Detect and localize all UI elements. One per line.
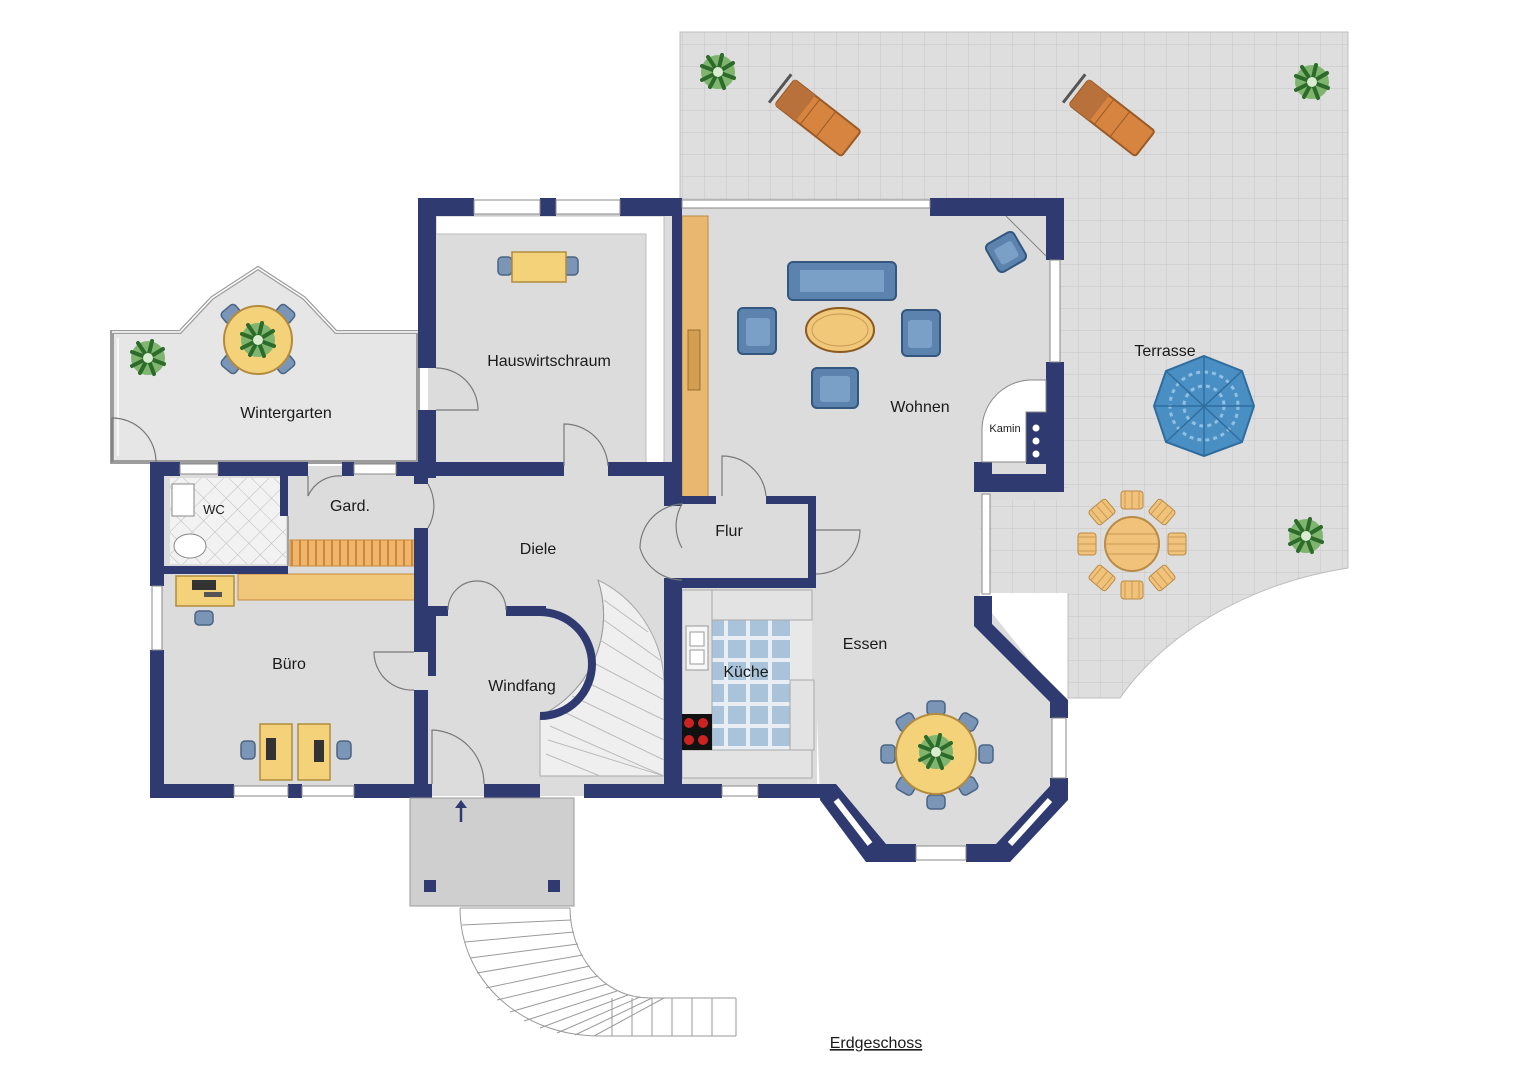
plant-icon	[1293, 63, 1331, 101]
room-label-wintergarten: Wintergarten	[240, 405, 332, 422]
room-label-kueche: Küche	[723, 664, 768, 681]
plant-icon	[239, 321, 277, 359]
coffee-table	[805, 307, 875, 353]
room-label-wohnen: Wohnen	[890, 399, 949, 416]
room-label-flur: Flur	[715, 523, 743, 540]
sun-lounger	[1061, 73, 1155, 157]
room-label-diele: Diele	[520, 541, 557, 558]
room-label-wc: WC	[203, 502, 225, 517]
plant-icon	[699, 53, 737, 91]
plant-icon	[129, 339, 167, 377]
entrance-porch	[409, 797, 575, 907]
office-double-desk	[240, 723, 352, 781]
stove-icon	[680, 714, 712, 750]
room-label-garderobe: Gard.	[330, 498, 370, 515]
room-label-terrasse: Terrasse	[1134, 343, 1195, 360]
room-label-essen: Essen	[843, 636, 887, 653]
arrow-up-icon	[455, 800, 467, 822]
umbrella-icon	[1152, 354, 1256, 458]
sofa	[787, 261, 897, 301]
room-label-windfang: Windfang	[488, 678, 556, 695]
wardrobe-shelf	[289, 539, 419, 567]
interior-floor	[160, 206, 1060, 860]
utility-table	[497, 251, 579, 283]
wc-sink	[171, 483, 195, 517]
floor-title: Erdgeschoss	[830, 1035, 923, 1052]
armchair	[811, 367, 859, 409]
armchair	[737, 307, 777, 355]
office-desk	[175, 575, 235, 626]
exterior-staircase	[459, 907, 737, 1037]
room-label-kamin: Kamin	[989, 423, 1020, 435]
plant-icon	[917, 733, 955, 771]
office-shelf	[237, 573, 419, 601]
room-label-hauswirtschaftsraum: Hauswirtschraum	[487, 353, 611, 370]
fireplace	[981, 379, 1047, 463]
room-label-buero: Büro	[272, 656, 306, 673]
sun-lounger	[767, 73, 861, 157]
door-swings	[287, 367, 861, 785]
windows	[151, 199, 1067, 861]
wc-toilet	[173, 533, 207, 559]
plant-icon	[1287, 517, 1325, 555]
terrace-area	[679, 31, 1349, 699]
patio-dining-set	[1077, 490, 1187, 600]
armchair	[984, 230, 1028, 274]
windfang-wall	[539, 608, 596, 720]
armchair	[901, 309, 941, 357]
